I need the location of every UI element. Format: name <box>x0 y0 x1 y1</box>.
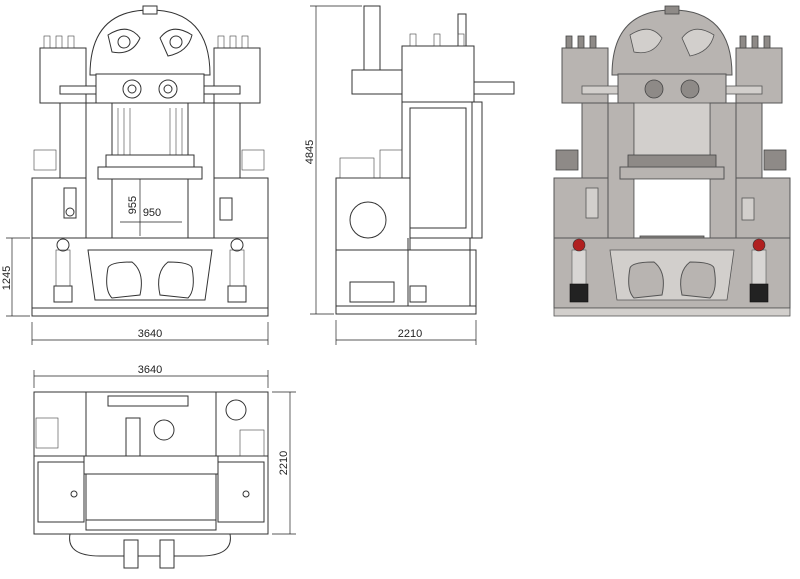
top-depth-dim: 2210 <box>278 451 290 475</box>
side-height-dim: 4845 <box>304 140 316 164</box>
top-view <box>33 370 296 569</box>
side-view <box>310 5 515 345</box>
front-view <box>6 5 269 345</box>
shaded-front-view <box>553 5 791 317</box>
side-depth-dim: 2210 <box>398 328 422 340</box>
front-opening-height-dim: 955 <box>127 196 139 214</box>
front-opening-width-dim: 950 <box>143 207 161 219</box>
front-width-dim: 3640 <box>138 328 162 340</box>
front-base-height-dim: 1245 <box>1 266 13 290</box>
top-width-dim: 3640 <box>138 364 162 376</box>
